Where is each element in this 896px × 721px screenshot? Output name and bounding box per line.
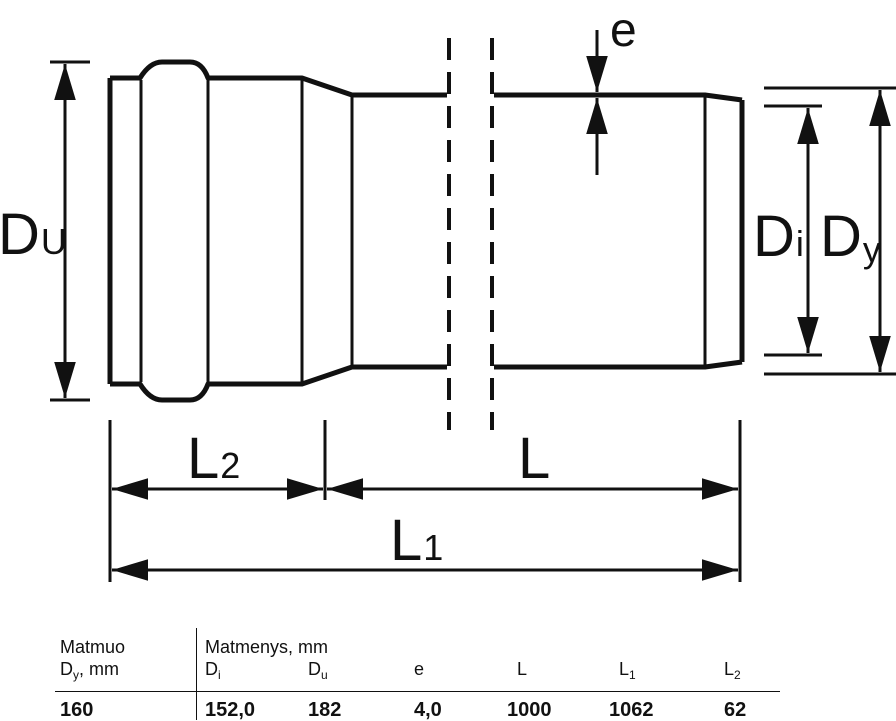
header-dy-mm: Dy, mm — [60, 659, 119, 682]
row-l-value: 1000 — [507, 699, 552, 721]
row-du-value: 182 — [308, 699, 342, 721]
row-e-value: 4,0 — [414, 699, 442, 721]
pipe-diagram: DU Di Dy e L L2 L1 — [0, 4, 896, 582]
pipe-break-lines — [447, 38, 494, 430]
col-di: Di — [205, 659, 221, 682]
du-dimension — [50, 60, 90, 402]
col-l2: L2 — [724, 659, 741, 682]
row-dy-value: 160 — [60, 699, 94, 721]
col-l: L — [517, 659, 528, 679]
table-horizontal-divider — [55, 691, 780, 692]
label-di: Di — [753, 204, 804, 269]
row-l1-value: 1062 — [609, 699, 654, 721]
label-du: DU — [0, 202, 67, 267]
row-di-value: 152,0 — [205, 699, 256, 721]
label-l1: L1 — [390, 508, 443, 573]
pipe-internal-lines — [139, 80, 707, 382]
row-l2-value: 62 — [724, 699, 747, 721]
col-du: Du — [308, 659, 328, 682]
header-matmenys: Matmenys, mm — [205, 637, 329, 657]
label-dy: Dy — [820, 204, 881, 270]
col-l1: L1 — [619, 659, 636, 682]
di-dy-dimension — [764, 86, 896, 376]
label-l2: L2 — [187, 426, 240, 491]
pipe-outline — [107, 59, 745, 403]
length-dimensions — [108, 420, 742, 582]
label-l: L — [518, 426, 550, 491]
col-e: e — [414, 659, 425, 679]
label-e: e — [610, 4, 637, 57]
header-matmuo: Matmuo — [60, 637, 126, 657]
table-vertical-divider — [196, 628, 197, 720]
